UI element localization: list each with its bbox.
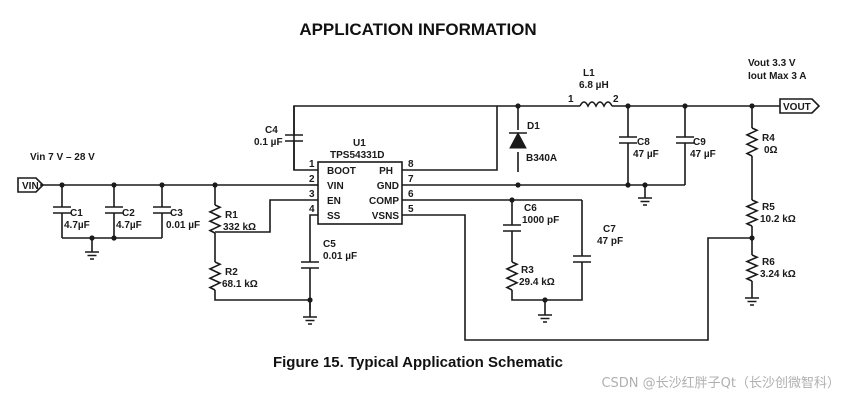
svg-text:0Ω: 0Ω (764, 145, 778, 156)
svg-text:COMP: COMP (369, 196, 399, 207)
svg-text:R2: R2 (225, 267, 238, 278)
svg-text:C8: C8 (637, 137, 650, 148)
input-spec: Vin 7 V – 28 V (30, 152, 95, 163)
svg-text:7: 7 (408, 174, 414, 185)
svg-text:4: 4 (309, 204, 315, 215)
svg-text:8: 8 (408, 159, 414, 170)
diode-d1: D1 B340A (509, 121, 557, 164)
svg-text:GND: GND (377, 181, 399, 192)
svg-text:47 pF: 47 pF (597, 236, 623, 247)
junction-dots (59, 103, 755, 303)
svg-text:C9: C9 (693, 137, 706, 148)
vin-port: VIN (17, 177, 45, 193)
svg-text:PH: PH (379, 166, 393, 177)
svg-text:R6: R6 (762, 257, 775, 268)
svg-text:0.01 µF: 0.01 µF (323, 251, 357, 262)
capacitor-plates (53, 134, 694, 269)
svg-text:BOOT: BOOT (327, 166, 356, 177)
svg-text:R1: R1 (225, 210, 238, 221)
wires (40, 105, 780, 341)
resistor-labels: R1 332 kΩ R2 68.1 kΩ R3 29.4 kΩ R4 0Ω R5… (222, 133, 796, 290)
figure-caption: Figure 15. Typical Application Schematic (273, 354, 563, 371)
svg-text:D1: D1 (527, 121, 540, 132)
svg-text:SS: SS (327, 211, 341, 222)
output-spec-current: Iout Max 3 A (748, 71, 807, 82)
svg-text:B340A: B340A (526, 153, 557, 164)
ground-symbols (85, 197, 759, 325)
svg-text:C1: C1 (70, 208, 83, 219)
svg-text:EN: EN (327, 196, 341, 207)
svg-text:R4: R4 (762, 133, 775, 144)
resistor-zigzags (208, 127, 760, 291)
svg-text:4.7µF: 4.7µF (116, 220, 142, 231)
svg-text:6: 6 (408, 189, 414, 200)
svg-text:47 µF: 47 µF (690, 149, 716, 160)
ic-ref: U1 (353, 138, 366, 149)
svg-text:L1: L1 (583, 68, 595, 79)
svg-text:2: 2 (309, 174, 315, 185)
svg-text:1000 pF: 1000 pF (522, 215, 559, 226)
ic-part: TPS54331D (330, 150, 384, 161)
watermark: CSDN @长沙红胖子Qt（长沙创微智科） (601, 375, 840, 391)
svg-text:1: 1 (568, 94, 574, 105)
svg-text:C3: C3 (170, 208, 183, 219)
svg-text:47 µF: 47 µF (633, 149, 659, 160)
svg-text:R3: R3 (521, 265, 534, 276)
svg-text:R5: R5 (762, 202, 775, 213)
svg-text:VIN: VIN (327, 181, 344, 192)
svg-text:6.8 µH: 6.8 µH (579, 80, 609, 91)
svg-text:2: 2 (613, 94, 619, 105)
svg-text:332 kΩ: 332 kΩ (223, 222, 256, 233)
svg-text:3.24 kΩ: 3.24 kΩ (760, 269, 796, 280)
svg-text:C7: C7 (603, 224, 616, 235)
svg-text:0.1 µF: 0.1 µF (254, 137, 283, 148)
page-title: APPLICATION INFORMATION (299, 20, 536, 39)
capacitor-labels: C1 4.7µF C2 4.7µF C3 0.01 µF C4 0.1 µF C… (64, 125, 716, 262)
svg-text:C2: C2 (122, 208, 135, 219)
svg-text:0.01 µF: 0.01 µF (166, 220, 200, 231)
svg-text:10.2 kΩ: 10.2 kΩ (760, 214, 796, 225)
svg-text:68.1 kΩ: 68.1 kΩ (222, 279, 258, 290)
inductor-l1: L1 6.8 µH 1 2 (568, 68, 619, 108)
vout-port: VOUT (779, 98, 821, 114)
svg-text:4.7µF: 4.7µF (64, 220, 90, 231)
svg-text:C6: C6 (524, 203, 537, 214)
ic-u1: U1 TPS54331D BOOT VIN EN SS PH GND COMP … (309, 138, 414, 225)
svg-text:VSNS: VSNS (372, 211, 400, 222)
output-spec-voltage: Vout 3.3 V (748, 58, 796, 69)
svg-text:C5: C5 (323, 239, 336, 250)
svg-text:VIN: VIN (22, 181, 39, 192)
svg-text:C4: C4 (265, 125, 278, 136)
svg-text:VOUT: VOUT (783, 102, 811, 113)
svg-text:1: 1 (309, 159, 315, 170)
svg-text:3: 3 (309, 189, 315, 200)
svg-text:29.4 kΩ: 29.4 kΩ (519, 277, 555, 288)
svg-text:5: 5 (408, 204, 414, 215)
